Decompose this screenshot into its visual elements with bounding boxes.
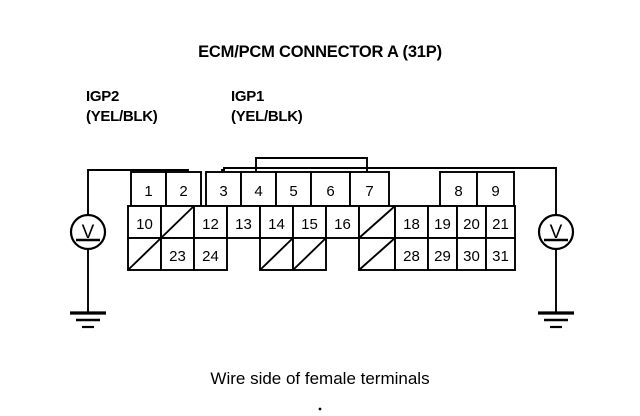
label-igp1-name: IGP1 xyxy=(231,88,264,105)
pin-label-13: 13 xyxy=(235,216,252,233)
pin-cell-29[interactable] xyxy=(427,237,458,271)
pin-label-31: 31 xyxy=(492,248,509,265)
blank-slash-icon xyxy=(160,205,195,239)
pin-label-5: 5 xyxy=(289,183,297,200)
voltmeter-right[interactable]: V xyxy=(537,213,575,251)
pin-label-23: 23 xyxy=(169,248,186,265)
pin-cell-5[interactable] xyxy=(275,171,312,207)
pin-cell-13[interactable] xyxy=(226,205,261,239)
pin-cell-24[interactable] xyxy=(193,237,228,271)
pin-label-21: 21 xyxy=(492,216,509,233)
pin-cell-10[interactable] xyxy=(127,205,162,239)
label-igp1-wire-color: (YEL/BLK) xyxy=(231,108,303,125)
pin-label-6: 6 xyxy=(326,183,334,200)
blank-slash-icon xyxy=(292,237,327,271)
pin-label-28: 28 xyxy=(403,248,420,265)
pin-label-7: 7 xyxy=(365,183,373,200)
label-igp2-name: IGP2 xyxy=(86,88,119,105)
pin-cell-23[interactable] xyxy=(160,237,195,271)
pin-cell-20[interactable] xyxy=(456,205,487,239)
label-igp2-wire-color: (YEL/BLK) xyxy=(86,108,158,125)
blank-slash-icon xyxy=(259,237,294,271)
pin-label-3: 3 xyxy=(219,183,227,200)
pin-label-19: 19 xyxy=(434,216,451,233)
voltmeter-left[interactable]: V xyxy=(69,213,107,251)
pin-cell-19[interactable] xyxy=(427,205,458,239)
pin-cell-18[interactable] xyxy=(394,205,429,239)
pin-label-24: 24 xyxy=(202,248,219,265)
connector-row-2: 10 12 13 14 15 16 18 19 20 21 xyxy=(127,205,516,239)
pin-cell-2[interactable] xyxy=(165,171,202,207)
pin-label-16: 16 xyxy=(334,216,351,233)
ground-symbol-right xyxy=(538,311,574,329)
blank-slash-icon xyxy=(127,237,162,271)
pin-label-2: 2 xyxy=(179,183,187,200)
print-mark xyxy=(318,407,322,411)
pin-label-29: 29 xyxy=(434,248,451,265)
connector-row-1: 1 2 3 4 5 6 7 8 9 xyxy=(130,171,515,207)
pin-label-1: 1 xyxy=(144,183,152,200)
blank-slash-icon xyxy=(358,237,396,271)
pin-cell-6[interactable] xyxy=(310,171,351,207)
blank-slash-icon xyxy=(358,205,396,239)
page-title: ECM/PCM CONNECTOR A (31P) xyxy=(198,43,442,61)
voltmeter-symbol-right: V xyxy=(550,222,563,243)
connector-row-3: 23 24 28 29 30 31 xyxy=(127,237,516,271)
pin-label-10: 10 xyxy=(136,216,153,233)
pin-cell-8[interactable] xyxy=(439,171,478,207)
pin-label-30: 30 xyxy=(463,248,480,265)
pin-label-9: 9 xyxy=(491,183,499,200)
pin-label-14: 14 xyxy=(268,216,285,233)
pin-cell-21[interactable] xyxy=(485,205,516,239)
pin-label-15: 15 xyxy=(301,216,318,233)
pin-label-12: 12 xyxy=(202,216,219,233)
pin-cell-7[interactable] xyxy=(349,171,390,207)
pin-label-18: 18 xyxy=(403,216,420,233)
ground-symbol-left xyxy=(70,311,106,329)
figure-caption: Wire side of female terminals xyxy=(210,369,429,388)
pin-cell-31[interactable] xyxy=(485,237,516,271)
pin-cell-16[interactable] xyxy=(325,205,360,239)
pin-label-8: 8 xyxy=(454,183,462,200)
pin-label-4: 4 xyxy=(254,183,262,200)
pin-label-20: 20 xyxy=(463,216,480,233)
voltmeter-symbol-left: V xyxy=(82,222,95,243)
